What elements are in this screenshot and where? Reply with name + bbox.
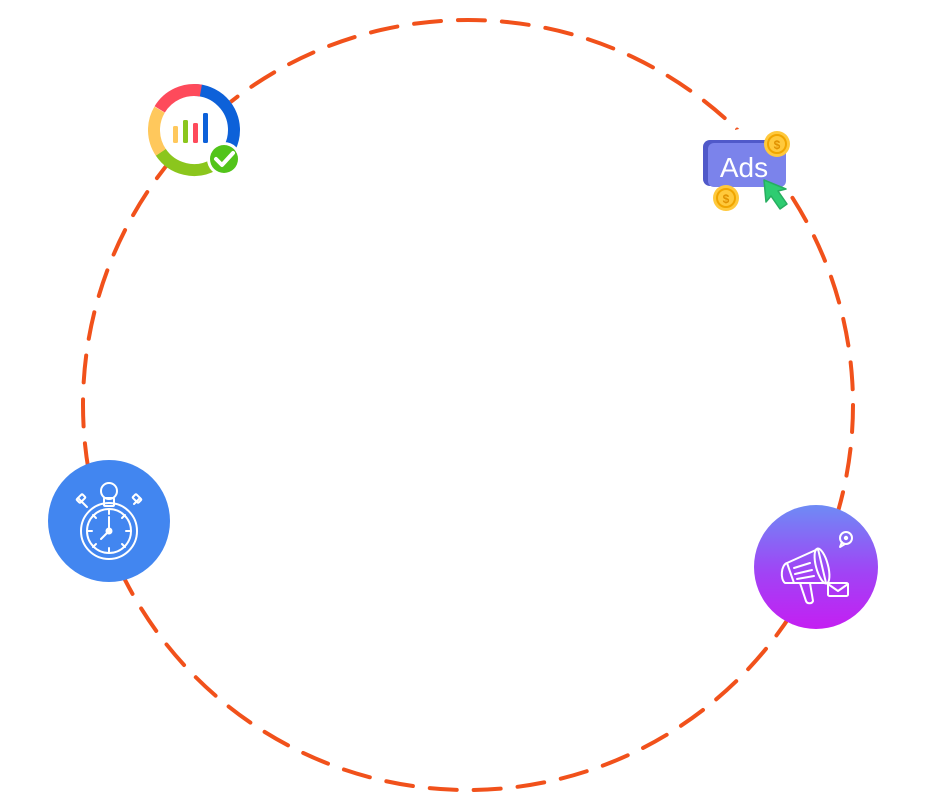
ring-circle	[81, 18, 855, 792]
analytics-node	[146, 82, 242, 178]
ads-label: Ads	[720, 152, 768, 183]
bar-yellow	[173, 126, 178, 143]
megaphone-icon	[780, 531, 853, 605]
megaphone-node	[754, 505, 878, 629]
stopwatch-node	[48, 460, 170, 582]
analytics-donut-chart-icon	[148, 84, 241, 176]
bar-red	[193, 123, 198, 143]
bar-green	[183, 120, 188, 143]
bar-blue	[203, 113, 208, 143]
svg-text:$: $	[723, 192, 730, 206]
ads-node: Ads $ $	[700, 128, 796, 216]
stopwatch-icon	[75, 482, 143, 560]
cursor-icon	[763, 179, 788, 210]
ads-click-icon: Ads $ $	[703, 128, 792, 216]
svg-text:$: $	[774, 138, 781, 152]
check-icon	[214, 151, 235, 167]
